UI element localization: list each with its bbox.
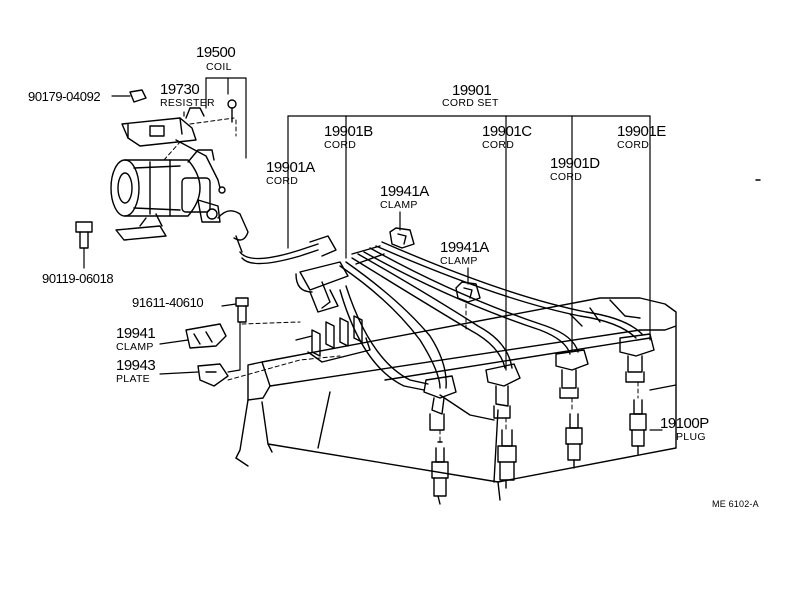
nut-90179-04092	[129, 89, 147, 103]
hidden-lines	[163, 117, 639, 445]
spark-plug-boots	[423, 333, 655, 431]
clamp-a-lower-name: CLAMP	[440, 255, 478, 267]
cord-e-part-number: 19901E	[617, 123, 666, 140]
spark-plug-2	[497, 429, 517, 489]
screw-resister	[227, 99, 237, 123]
nut-part-number: 90179-04092	[28, 89, 101, 104]
coil-high-tension-cord	[217, 210, 337, 265]
clamp-19941a-upper	[389, 227, 415, 249]
cord-b-part-number: 19901B	[324, 123, 373, 140]
plug-part-number: 19100P	[660, 415, 709, 432]
cord-c-name: CORD	[482, 139, 515, 151]
diagram-reference: ME 6102-A	[712, 499, 759, 509]
cord-e-name: CORD	[617, 139, 650, 151]
clamp-19941a-lower	[455, 281, 481, 303]
bolt-clamp-part-number: 91611-40610	[132, 295, 204, 310]
cord-d-part-number: 19901D	[550, 155, 600, 172]
clamp-19941	[185, 323, 227, 349]
cord-d-name: CORD	[550, 171, 583, 183]
cylinder-head	[235, 297, 677, 501]
cord-a-name: CORD	[266, 175, 299, 187]
distributor-towers	[295, 315, 371, 363]
bolt-90119-06018	[75, 221, 93, 249]
spark-plug-3	[565, 413, 583, 469]
plate-name: PLATE	[116, 373, 150, 385]
cord-b-name: CORD	[324, 139, 357, 151]
spark-plug-4	[629, 399, 647, 455]
clamp-a-lower-part-number: 19941A	[440, 239, 489, 256]
leader-lines	[83, 77, 663, 431]
ignition-coil	[110, 149, 221, 241]
coil-name: COIL	[206, 61, 232, 73]
plug-name: PLUG	[676, 431, 706, 443]
bolt-coil-part-number: 90119-06018	[42, 271, 114, 286]
clamp-19941-part-number: 19941	[116, 325, 156, 342]
resister-name: RESISTER	[160, 97, 215, 109]
spark-plug-cords	[295, 241, 643, 391]
resister	[121, 107, 226, 194]
coil-part-number: 19500	[196, 44, 236, 61]
bolt-91611-40610	[235, 297, 249, 323]
cord-set-name: CORD SET	[442, 97, 499, 109]
plate-part-number: 19943	[116, 357, 156, 374]
clamp-a-upper-part-number: 19941A	[380, 183, 429, 200]
plate-19943	[197, 363, 229, 387]
clamp-a-upper-name: CLAMP	[380, 199, 418, 211]
cord-set-part-number: 19901	[452, 82, 492, 99]
resister-part-number: 19730	[160, 81, 200, 98]
spark-plug-1	[431, 441, 449, 505]
clamp-19941-name: CLAMP	[116, 341, 154, 353]
cord-a-part-number: 19901A	[266, 159, 315, 176]
cord-c-part-number: 19901C	[482, 123, 532, 140]
spark-plugs	[431, 399, 647, 505]
